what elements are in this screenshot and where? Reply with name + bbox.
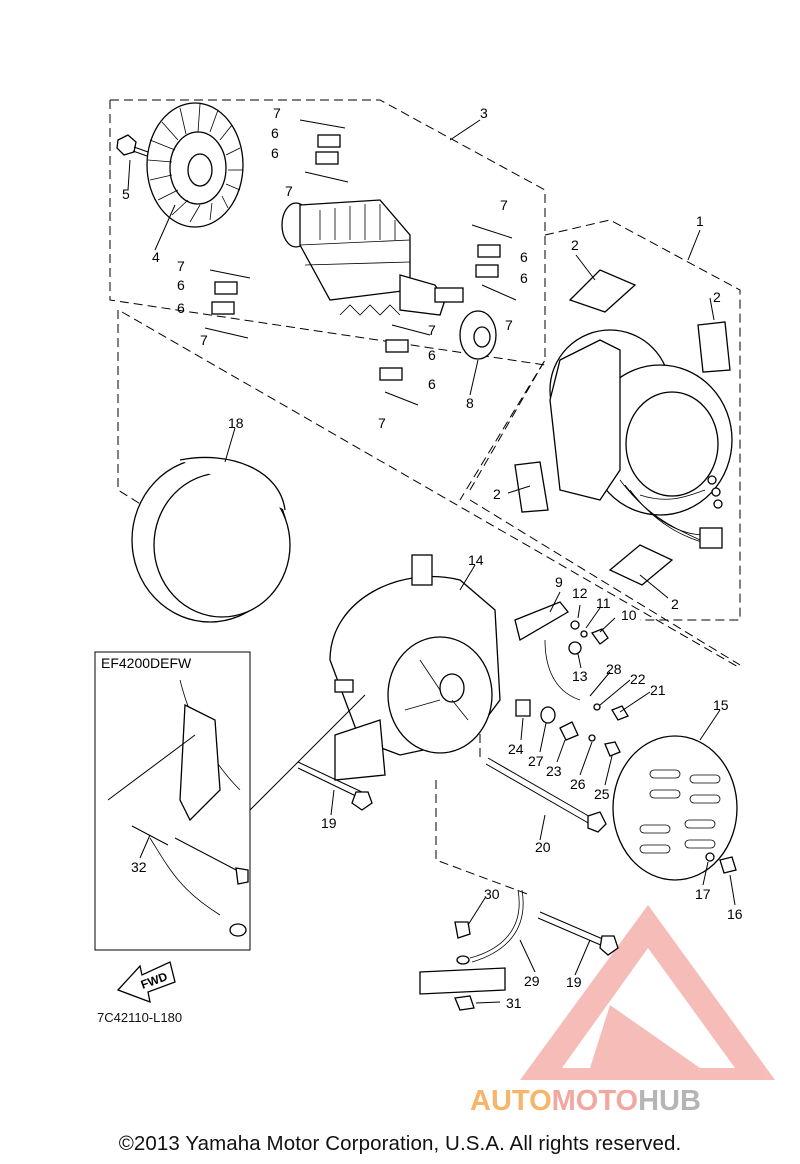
rear-housing: [329, 554, 501, 781]
callout-6: 6: [520, 270, 528, 286]
leader-lines: [127, 119, 736, 1004]
ground-wire: [419, 889, 524, 1011]
callout-2: 2: [671, 596, 679, 612]
callout-6: 6: [177, 277, 185, 293]
callout-6: 6: [271, 125, 279, 141]
watermark-part-2: MOTO: [551, 1085, 639, 1117]
callout-7: 7: [273, 105, 281, 121]
callout-7: 7: [200, 332, 208, 348]
group-1-boundary: [469, 219, 741, 621]
callout-31: 31: [506, 995, 522, 1011]
callout-11: 11: [596, 595, 611, 611]
callout-24: 24: [508, 741, 524, 757]
fwd-arrow: FWD: [116, 961, 176, 1004]
callout-8: 8: [466, 395, 474, 411]
callout-7: 7: [428, 322, 436, 338]
callout-30: 30: [484, 886, 500, 902]
rotor-assembly: [281, 199, 464, 316]
through-bolts: [297, 757, 619, 956]
callout-3: 3: [480, 105, 488, 121]
callout-7: 7: [177, 258, 185, 274]
callout-6: 6: [271, 145, 279, 161]
callout-5: 5: [122, 186, 130, 202]
callout-7: 7: [285, 183, 293, 199]
inset-box: EF4200DEFW: [94, 651, 366, 951]
watermark-text: AUTOMOTOHUB: [470, 1085, 701, 1118]
stator: [549, 329, 733, 549]
diodes-group: [204, 119, 517, 406]
rubber-pads: [514, 269, 731, 586]
callout-28: 28: [606, 661, 622, 677]
callout-2: 2: [493, 486, 501, 502]
copyright-notice: ©2013 Yamaha Motor Corporation, U.S.A. A…: [118, 1132, 682, 1155]
callout-26: 26: [570, 776, 586, 792]
callout-32: 32: [131, 859, 147, 875]
watermark-part-3: HUB: [638, 1085, 701, 1117]
callout-25: 25: [594, 786, 610, 802]
end-cover: [612, 735, 738, 881]
callout-6: 6: [520, 249, 528, 265]
callout-2: 2: [713, 289, 721, 305]
callout-21: 21: [650, 682, 666, 698]
callout-9: 9: [555, 574, 563, 590]
watermark-logo: [520, 905, 775, 1080]
callout-13: 13: [572, 668, 588, 684]
brush-holder-parts: [514, 601, 737, 874]
callout-19: 19: [566, 974, 582, 990]
callout-1: 1: [696, 213, 704, 229]
callout-6: 6: [428, 376, 436, 392]
callout-4: 4: [152, 249, 160, 265]
callout-labels: 1 2 2 2 2 3 4 5 6 6 6 6 6 6 6 6 7 7 7 7 …: [122, 105, 743, 1011]
cooling-fan: [146, 102, 244, 228]
callout-22: 22: [630, 671, 646, 687]
callout-12: 12: [572, 585, 588, 601]
watermark-part-1: AUTO: [470, 1085, 552, 1117]
callout-29: 29: [524, 973, 540, 989]
bearing: [459, 310, 497, 360]
callout-6: 6: [428, 347, 436, 363]
callout-14: 14: [468, 552, 484, 568]
stator-cover-band: [131, 456, 291, 623]
callout-7: 7: [378, 415, 386, 431]
callout-16: 16: [727, 906, 743, 922]
callout-6: 6: [177, 300, 185, 316]
callout-23: 23: [546, 763, 562, 779]
callout-7: 7: [505, 317, 513, 333]
callout-10: 10: [621, 607, 637, 623]
callout-2: 2: [571, 237, 579, 253]
callout-27: 27: [528, 753, 544, 769]
callout-17: 17: [695, 886, 711, 902]
inset-title: EF4200DEFW: [101, 655, 192, 671]
diagram-code: 7C42110-L180: [97, 1010, 183, 1025]
callout-18: 18: [228, 415, 244, 431]
callout-7: 7: [500, 197, 508, 213]
fan-bolt: [116, 134, 149, 157]
callout-20: 20: [535, 839, 551, 855]
callout-15: 15: [713, 697, 729, 713]
callout-19: 19: [321, 815, 337, 831]
